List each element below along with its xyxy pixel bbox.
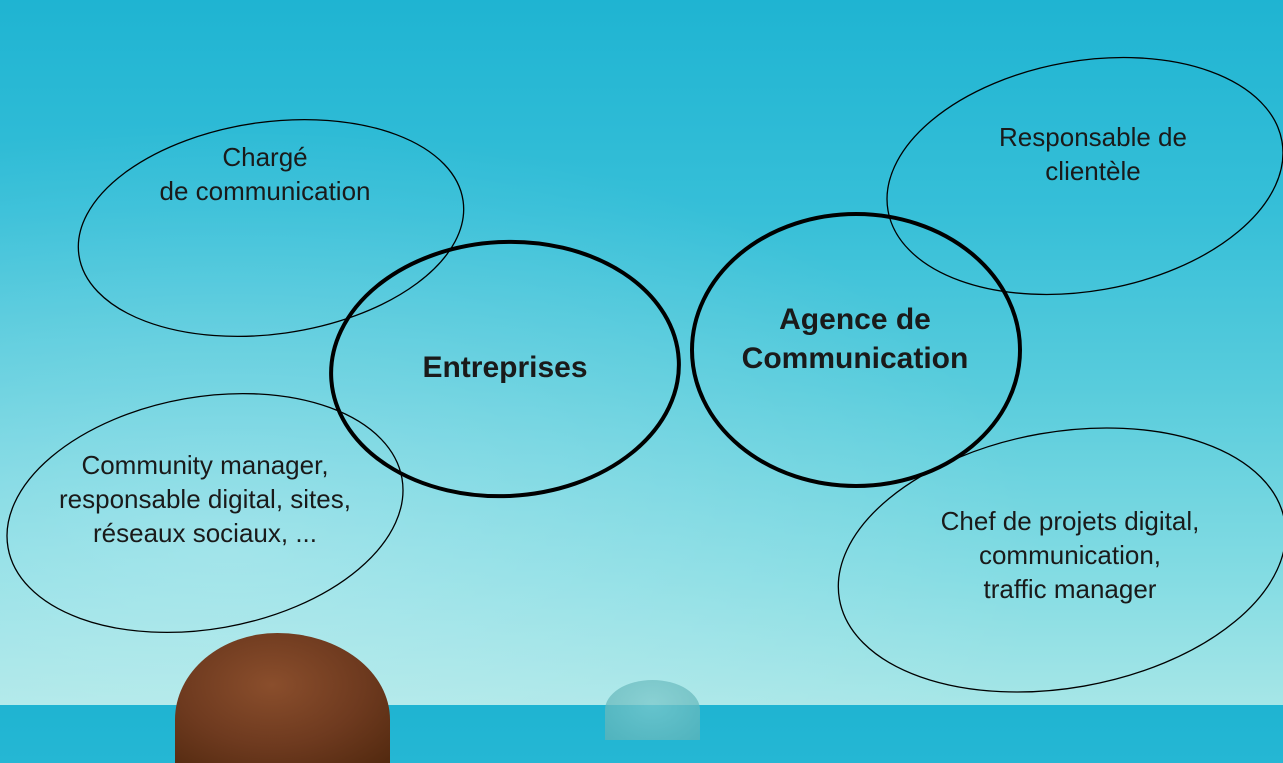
role-diagram — [6, 56, 1283, 693]
label-chef-projets: Chef de projets digital, communication, … — [940, 506, 1200, 604]
background-glow — [0, 0, 1283, 705]
label-charge-communication: Chargé de communication — [159, 142, 371, 206]
ellipse-agence — [690, 212, 1022, 488]
hub-agence-communication: Agence de Communication — [741, 303, 969, 375]
ellipse-chef-projets — [837, 427, 1283, 693]
hub-entreprises: Entreprises — [422, 351, 588, 384]
ellipse-community-manager — [6, 392, 404, 634]
ellipse-responsable-clientele — [886, 56, 1283, 296]
label-community-manager: Community manager, responsable digital, … — [59, 450, 351, 548]
ellipse-charge-communication — [77, 118, 465, 338]
ellipse-entreprises — [329, 239, 681, 499]
label-responsable-clientele: Responsable de clientèle — [999, 122, 1187, 186]
